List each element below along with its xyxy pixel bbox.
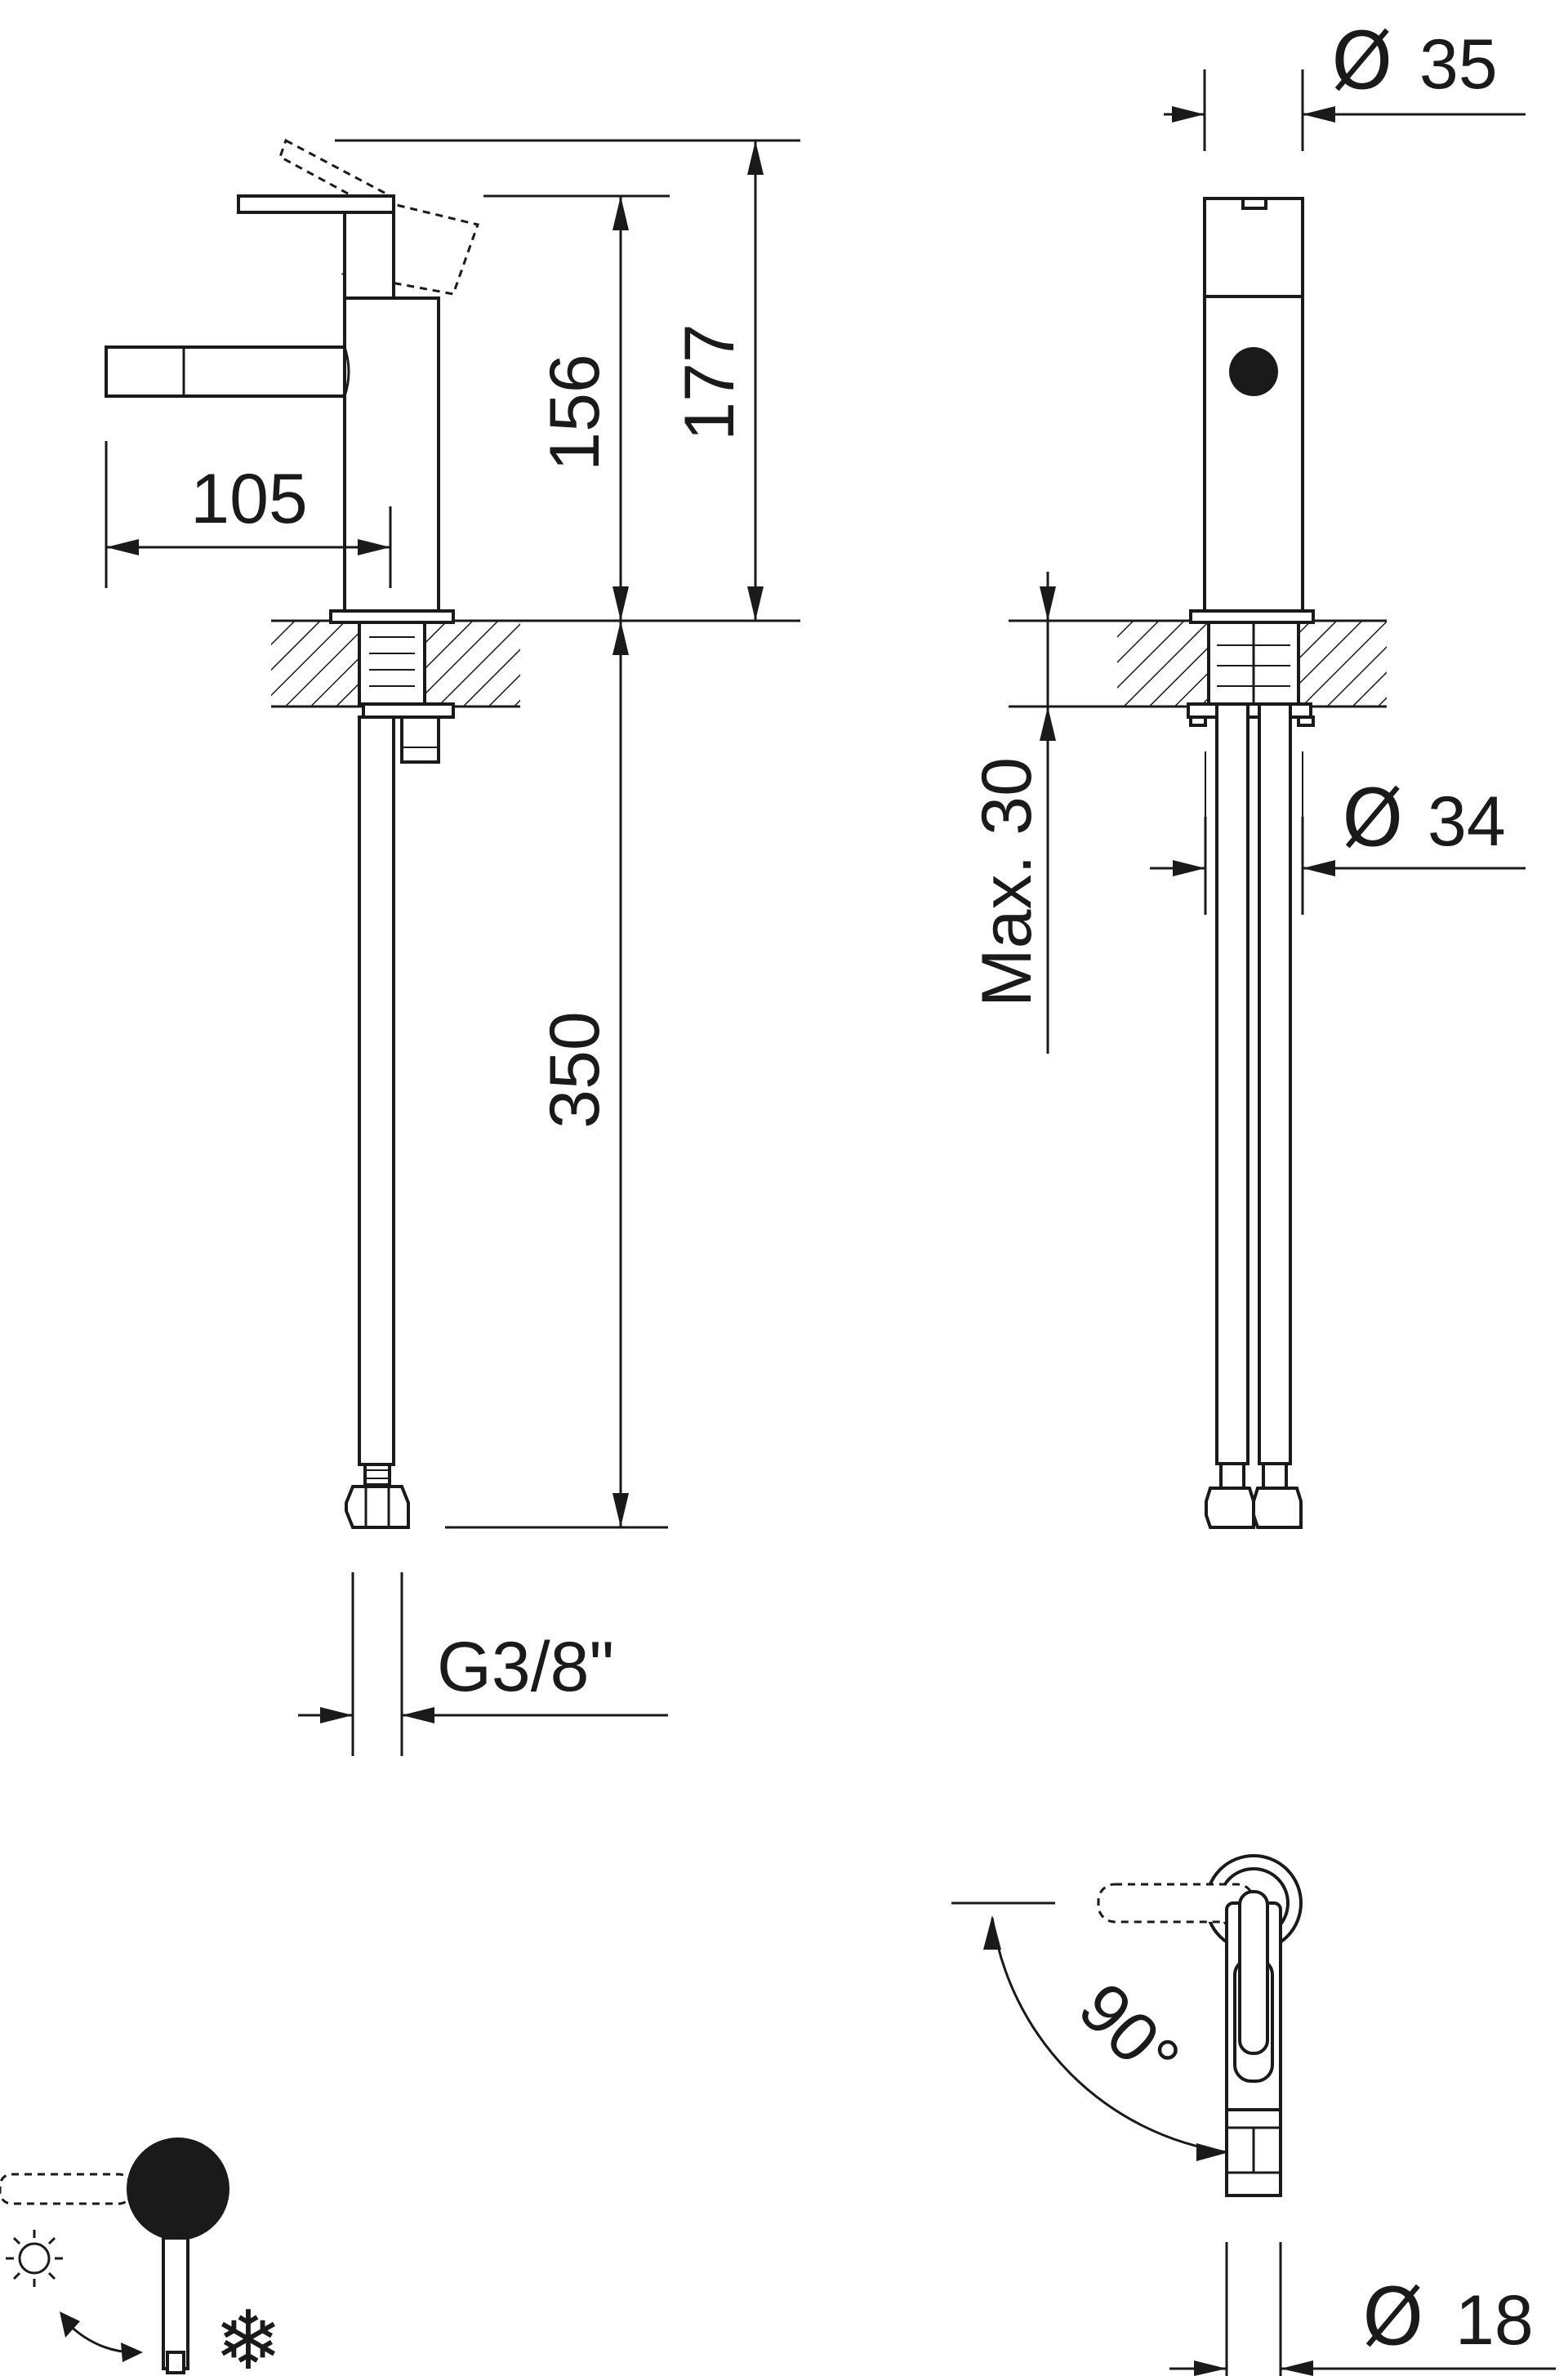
max-thickness-label: Max. 30 bbox=[968, 757, 1046, 1007]
dimension-total-height: 177 bbox=[335, 139, 800, 621]
spout-reach-label: 105 bbox=[190, 460, 308, 538]
lever-handle bbox=[237, 194, 395, 214]
supply-hose-left bbox=[1215, 702, 1250, 1465]
rotation-indicator: 90° bbox=[951, 1901, 1229, 2161]
top-view: 90° Ø 18 bbox=[951, 1854, 1556, 2376]
dimension-hose-length: 350 bbox=[445, 621, 668, 1529]
base-diameter-label: 34 bbox=[1428, 782, 1506, 861]
side-view: 105 156 177 350 bbox=[105, 138, 800, 1756]
rotation-label: 90° bbox=[1064, 1968, 1195, 2099]
body-height-label: 156 bbox=[536, 354, 614, 471]
dimension-base-diameter: Ø 34 bbox=[1150, 773, 1526, 915]
dimension-top-diameter: Ø 35 bbox=[1164, 16, 1526, 151]
base-diameter-symbol: Ø bbox=[1342, 773, 1404, 864]
handle-knob-icon bbox=[127, 2138, 229, 2240]
lever-top bbox=[1238, 1890, 1269, 2055]
supply-hose bbox=[358, 715, 395, 1466]
hose-length-label: 350 bbox=[536, 1011, 614, 1129]
connection-label: G3/8" bbox=[437, 1628, 614, 1706]
spout bbox=[105, 345, 346, 398]
dimension-spout-diameter: Ø 18 bbox=[1169, 2242, 1556, 2376]
base-plate bbox=[329, 609, 455, 624]
dimension-connection: G3/8" bbox=[298, 1572, 668, 1756]
dimension-max-thickness: Max. 30 bbox=[968, 572, 1056, 1054]
sun-icon bbox=[6, 2230, 63, 2287]
aerator-outlet bbox=[1229, 347, 1278, 396]
total-height-label: 177 bbox=[670, 323, 749, 441]
top-diameter-label: 35 bbox=[1419, 25, 1498, 104]
dimension-body-height: 156 bbox=[483, 194, 670, 621]
lever-body bbox=[343, 211, 395, 300]
spout-diameter-label: 18 bbox=[1455, 2281, 1534, 2360]
hot-cold-legend: ❄ bbox=[0, 2138, 283, 2376]
supply-hose-right bbox=[1258, 702, 1292, 1465]
front-view: Ø 35 Max. 30 Ø 34 bbox=[968, 16, 1526, 1529]
top-diameter-symbol: Ø bbox=[1331, 16, 1393, 107]
temperature-arrow-icon bbox=[60, 2311, 143, 2362]
mixer-body-front bbox=[1203, 197, 1304, 298]
hose-nut bbox=[345, 1485, 410, 1529]
snowflake-icon: ❄ bbox=[214, 2293, 283, 2376]
spout-diameter-symbol: Ø bbox=[1362, 2271, 1424, 2363]
dimension-spout-reach: 105 bbox=[105, 441, 392, 588]
